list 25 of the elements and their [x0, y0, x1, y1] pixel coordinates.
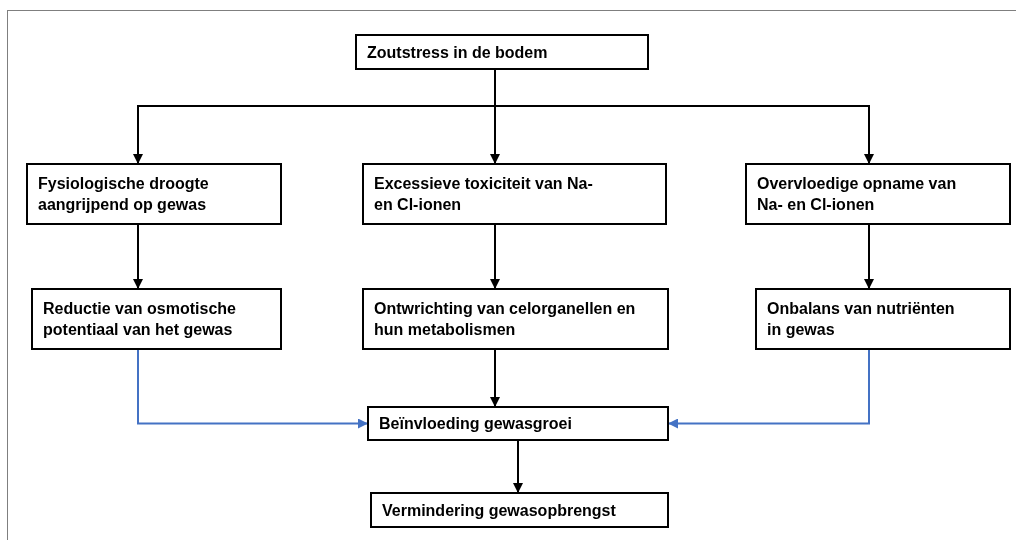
arrow — [864, 224, 874, 289]
arrow — [490, 349, 500, 407]
box-text: Zoutstress in de bodem — [367, 42, 549, 63]
arrow — [133, 224, 143, 289]
box-text: Reductie van osmotische potentiaal van het gewas — [43, 299, 237, 340]
process-box — [355, 34, 649, 70]
box-text: Fysiologische droogte aangrijpend op gewas — [38, 174, 210, 215]
process-box — [362, 163, 667, 225]
process-box — [367, 406, 669, 441]
box-text: Excessieve toxiciteit van Na- en Cl-ionen — [374, 174, 594, 215]
process-box — [31, 288, 282, 350]
process-box — [362, 288, 669, 350]
process-box — [755, 288, 1011, 350]
process-box — [370, 492, 669, 528]
arrow — [490, 224, 500, 289]
box-text: Vermindering gewasopbrengst — [382, 500, 617, 521]
box-text: Overvloedige opname van Na- en Cl-ionen — [757, 174, 958, 215]
box-text: Beïnvloeding gewasgroei — [379, 414, 573, 434]
box-text: Onbalans van nutriënten in gewas — [767, 299, 956, 340]
box-text: Ontwrichting van celorganellen en hun metabolismen — [374, 299, 637, 340]
process-box — [745, 163, 1011, 225]
arrow — [137, 349, 368, 429]
process-box — [26, 163, 282, 225]
arrow — [668, 349, 870, 429]
arrow — [513, 440, 523, 493]
